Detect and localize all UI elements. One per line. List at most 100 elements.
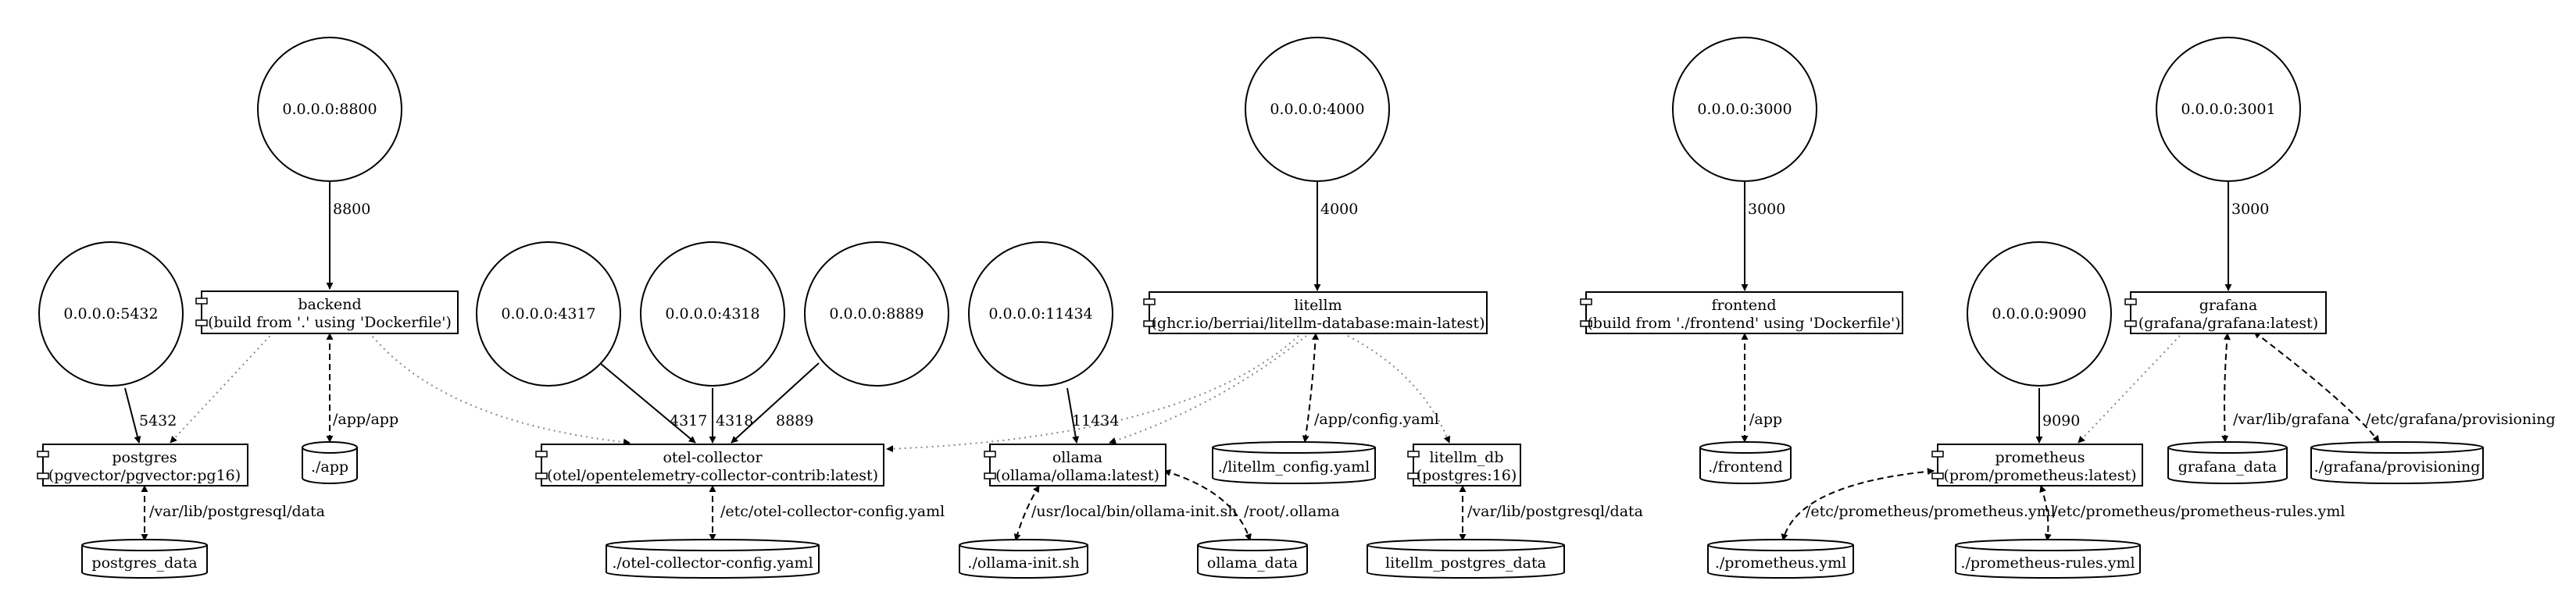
port-node-11434: 0.0.0.0:11434: [968, 241, 1113, 387]
svg-text:litellm_db: litellm_db: [1429, 449, 1503, 466]
edge-mount-grafana-prov: [2253, 331, 2380, 443]
port-node-8800: 0.0.0.0:8800: [257, 37, 402, 182]
edge-port-4317-otel: [599, 362, 696, 444]
service-node-litellm-db: litellm_db (postgres:16): [1407, 444, 1521, 486]
volume-node-ollama-init: ./ollama-init.sh: [959, 539, 1088, 579]
edge-label-8889: 8889: [776, 412, 813, 429]
edge-port-5432-postgres: [124, 387, 141, 444]
svg-text:otel-collector: otel-collector: [663, 449, 763, 466]
svg-text:./grafana/provisioning: ./grafana/provisioning: [2314, 458, 2481, 476]
mount-label-frontend: /app: [1749, 411, 1782, 428]
svg-text:(pgvector/pgvector:pg16): (pgvector/pgvector:pg16): [48, 467, 241, 484]
svg-text:(grafana/grafana:latest): (grafana/grafana:latest): [2138, 315, 2318, 332]
volume-node-grafana-data: grafana_data: [2167, 441, 2288, 484]
svg-text:(prom/prometheus:latest): (prom/prometheus:latest): [1943, 467, 2136, 484]
mount-label-ollama-data: /root/.ollama: [1244, 503, 1340, 520]
svg-text:./ollama-init.sh: ./ollama-init.sh: [967, 554, 1079, 572]
svg-text:backend: backend: [298, 296, 361, 313]
service-node-frontend: frontend (build from './frontend' using …: [1580, 291, 1903, 334]
svg-text:(otel/opentelemetry-collector-: (otel/opentelemetry-collector-contrib:la…: [547, 467, 878, 484]
svg-text:0.0.0.0:4318: 0.0.0.0:4318: [665, 305, 759, 323]
svg-text:prometheus: prometheus: [1995, 449, 2085, 466]
edge-mount-litellm-config: [1302, 333, 1320, 443]
edge-label-5432: 5432: [139, 412, 177, 429]
svg-text:./litellm_config.yaml: ./litellm_config.yaml: [1218, 458, 1370, 476]
edge-dep-backend-otel: [365, 327, 631, 446]
service-node-ollama: ollama (ollama/ollama:latest): [984, 444, 1167, 486]
edge-port-8889-otel: [731, 362, 820, 444]
edge-mount-prometheus-yml: [1781, 468, 1935, 541]
service-node-backend: backend (build from '.' using 'Dockerfil…: [195, 290, 459, 334]
svg-text:./otel-collector-config.yaml: ./otel-collector-config.yaml: [612, 554, 813, 572]
svg-text:(ghcr.io/berriai/litellm-datab: (ghcr.io/berriai/litellm-database:main-l…: [1152, 315, 1485, 332]
svg-text:(build from '.' using 'Dockerf: (build from '.' using 'Dockerfile'): [208, 314, 452, 331]
volume-node-prometheus-rules: ./prometheus-rules.yml: [1955, 539, 2141, 579]
edge-label-4317: 4317: [670, 412, 707, 429]
volume-node-ollama-data: ollama_data: [1197, 539, 1308, 579]
mount-label-otel-config: /etc/otel-collector-config.yaml: [720, 503, 945, 520]
svg-text:0.0.0.0:11434: 0.0.0.0:11434: [988, 305, 1092, 323]
svg-text:litellm_postgres_data: litellm_postgres_data: [1385, 554, 1546, 572]
volume-node-app: ./app: [302, 441, 358, 484]
svg-text:grafana_data: grafana_data: [2178, 458, 2277, 476]
svg-text:(postgres:16): (postgres:16): [1417, 467, 1517, 484]
port-node-9090: 0.0.0.0:9090: [1967, 241, 2112, 387]
edge-label-9090: 9090: [2042, 412, 2080, 429]
svg-text:ollama_data: ollama_data: [1207, 554, 1298, 572]
edge-dep-litellm-litellm-db: [1347, 335, 1451, 444]
svg-text:0.0.0.0:8889: 0.0.0.0:8889: [829, 305, 924, 323]
edge-label-4000: 4000: [1320, 201, 1358, 218]
edge-mount-prometheus-rules: [2039, 485, 2052, 541]
edge-mount-ollama-data: [1163, 469, 1252, 541]
svg-text:postgres_data: postgres_data: [91, 554, 197, 572]
port-node-8889: 0.0.0.0:8889: [804, 241, 949, 387]
volume-node-prometheus-yml: ./prometheus.yml: [1707, 539, 1854, 579]
svg-text:./prometheus.yml: ./prometheus.yml: [1715, 554, 1846, 572]
mount-label-prometheus-yml: /etc/prometheus/prometheus.yml: [1806, 503, 2056, 520]
edge-label-8800: 8800: [333, 201, 370, 218]
edge-label-3001: 3000: [2231, 201, 2269, 218]
svg-text:./frontend: ./frontend: [1708, 458, 1783, 476]
port-node-4000: 0.0.0.0:4000: [1245, 37, 1390, 182]
svg-text:0.0.0.0:5432: 0.0.0.0:5432: [63, 305, 158, 323]
svg-text:0.0.0.0:9090: 0.0.0.0:9090: [1992, 305, 2086, 323]
mount-label-grafana-data: /var/lib/grafana: [2233, 411, 2349, 428]
svg-text:(ollama/ollama:latest): (ollama/ollama:latest): [995, 467, 1159, 484]
svg-text:0.0.0.0:8800: 0.0.0.0:8800: [282, 101, 377, 118]
svg-text:grafana: grafana: [2199, 297, 2258, 314]
svg-text:./app: ./app: [311, 458, 348, 476]
port-node-4317: 0.0.0.0:4317: [476, 241, 621, 387]
mount-label-grafana-provisioning: /etc/grafana/provisioning: [2366, 411, 2556, 428]
service-node-litellm: litellm (ghcr.io/berriai/litellm-databas…: [1143, 291, 1488, 334]
mount-label-ollama-init: /usr/local/bin/ollama-init.sh: [1031, 503, 1237, 520]
service-node-otel-collector: otel-collector (otel/opentelemetry-colle…: [535, 444, 884, 486]
mount-label-prometheus-rules: /etc/prometheus/prometheus-rules.yml: [2053, 503, 2346, 520]
svg-text:postgres: postgres: [112, 449, 177, 466]
edge-dep-backend-postgres: [170, 327, 278, 444]
mount-label-litellm-pg: /var/lib/postgresql/data: [1467, 503, 1643, 520]
service-node-prometheus: prometheus (prom/prometheus:latest): [1931, 444, 2143, 486]
service-node-postgres: postgres (pgvector/pgvector:pg16): [37, 444, 248, 486]
edge-port-11434-ollama: [1066, 387, 1080, 444]
svg-text:0.0.0.0:4317: 0.0.0.0:4317: [501, 305, 595, 323]
edge-label-11434: 11434: [1072, 412, 1119, 429]
edge-label-4318: 4318: [716, 412, 753, 429]
edge-label-3000: 3000: [1748, 201, 1785, 218]
mount-label-app: /app/app: [333, 411, 398, 428]
volume-node-grafana-provisioning: ./grafana/provisioning: [2310, 441, 2484, 484]
svg-text:frontend: frontend: [1711, 297, 1776, 314]
edge-mount-ollama-init: [1013, 485, 1040, 541]
volume-node-otel-config: ./otel-collector-config.yaml: [606, 539, 820, 579]
volume-node-litellm-config: ./litellm_config.yaml: [1212, 441, 1376, 484]
port-node-5432: 0.0.0.0:5432: [38, 241, 184, 387]
svg-text:(build from './frontend' using: (build from './frontend' using 'Dockerfi…: [1587, 315, 1900, 332]
volume-node-postgres-data: postgres_data: [81, 539, 208, 579]
edge-mount-grafana-data: [2221, 333, 2231, 443]
volume-node-frontend: ./frontend: [1699, 441, 1792, 484]
svg-text:litellm: litellm: [1294, 297, 1342, 314]
svg-text:0.0.0.0:3000: 0.0.0.0:3000: [1697, 101, 1792, 118]
svg-text:./prometheus-rules.yml: ./prometheus-rules.yml: [1960, 554, 2135, 572]
port-node-3001: 0.0.0.0:3001: [2156, 37, 2301, 182]
volume-node-litellm-postgres-data: litellm_postgres_data: [1367, 539, 1565, 579]
